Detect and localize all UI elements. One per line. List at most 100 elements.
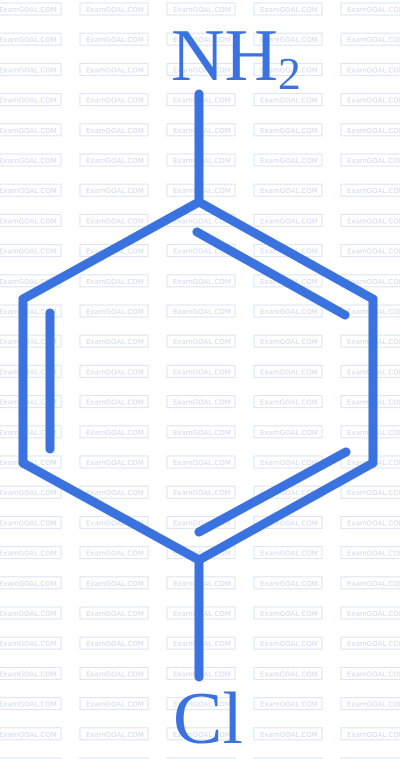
watermark-tile: ExamGOAL.COM bbox=[79, 697, 149, 711]
watermark-box bbox=[0, 2, 62, 16]
watermark-text: ExamGOAL.COM bbox=[347, 489, 400, 497]
watermark-text: ExamGOAL.COM bbox=[173, 6, 231, 14]
watermark-box bbox=[79, 697, 149, 711]
ring-bond-bottom-right bbox=[194, 458, 378, 565]
watermark-tile: ExamGOAL.COM bbox=[79, 62, 149, 76]
watermark-box bbox=[340, 576, 400, 590]
watermark-tile: ExamGOAL.COM bbox=[340, 697, 400, 711]
watermark-tile: ExamGOAL.COM bbox=[0, 213, 62, 227]
watermark-tile: ExamGOAL.COM bbox=[253, 606, 323, 620]
watermark-tile: ExamGOAL.COM bbox=[0, 153, 62, 167]
watermark-tile: ExamGOAL.COM bbox=[79, 364, 149, 378]
watermark-tile: ExamGOAL.COM bbox=[166, 304, 236, 318]
watermark-text: ExamGOAL.COM bbox=[0, 97, 57, 105]
watermark-text: ExamGOAL.COM bbox=[260, 6, 318, 14]
watermark-box bbox=[253, 62, 323, 76]
watermark-tile: ExamGOAL.COM bbox=[253, 153, 323, 167]
watermark-text: ExamGOAL.COM bbox=[260, 580, 318, 588]
watermark-text: ExamGOAL.COM bbox=[0, 338, 57, 346]
watermark-box bbox=[340, 62, 400, 76]
watermark-box bbox=[166, 727, 236, 741]
watermark-tile: ExamGOAL.COM bbox=[253, 62, 323, 76]
watermark-tile: ExamGOAL.COM bbox=[253, 123, 323, 137]
watermark-tile: ExamGOAL.COM bbox=[253, 546, 323, 560]
watermark-text: ExamGOAL.COM bbox=[347, 248, 400, 256]
watermark-box bbox=[253, 2, 323, 16]
amino-group-symbol: NH bbox=[171, 15, 278, 97]
watermark-text: ExamGOAL.COM bbox=[0, 640, 57, 648]
watermark-text: ExamGOAL.COM bbox=[0, 580, 57, 588]
watermark-tile: ExamGOAL.COM bbox=[340, 183, 400, 197]
watermark-box bbox=[79, 364, 149, 378]
watermark-box bbox=[0, 153, 62, 167]
watermark-text: ExamGOAL.COM bbox=[347, 640, 400, 648]
watermark-tile: ExamGOAL.COM bbox=[0, 32, 62, 46]
watermark-tile: ExamGOAL.COM bbox=[253, 334, 323, 348]
watermark-box bbox=[253, 213, 323, 227]
watermark-text: ExamGOAL.COM bbox=[86, 308, 144, 316]
watermark-text: ExamGOAL.COM bbox=[260, 640, 318, 648]
watermark-text: ExamGOAL.COM bbox=[260, 399, 318, 407]
watermark-box bbox=[253, 395, 323, 409]
watermark-tile: ExamGOAL.COM bbox=[253, 425, 323, 439]
watermark-text: ExamGOAL.COM bbox=[260, 489, 318, 497]
watermark-box bbox=[253, 636, 323, 650]
watermark-text: ExamGOAL.COM bbox=[86, 489, 144, 497]
watermark-tile: ExamGOAL.COM bbox=[79, 32, 149, 46]
watermark-tile: ExamGOAL.COM bbox=[79, 304, 149, 318]
watermark-text: ExamGOAL.COM bbox=[173, 217, 231, 225]
watermark-text: ExamGOAL.COM bbox=[260, 610, 318, 618]
watermark-tile: ExamGOAL.COM bbox=[253, 757, 323, 759]
watermark-text: ExamGOAL.COM bbox=[0, 610, 57, 618]
watermark-box bbox=[0, 244, 62, 258]
watermark-box bbox=[79, 304, 149, 318]
watermark-text: ExamGOAL.COM bbox=[0, 187, 57, 195]
watermark-tile: ExamGOAL.COM bbox=[253, 183, 323, 197]
watermark-box bbox=[0, 515, 62, 529]
watermark-text: ExamGOAL.COM bbox=[260, 731, 318, 739]
chlorine-label: Cl bbox=[173, 678, 243, 759]
watermark-text: ExamGOAL.COM bbox=[86, 97, 144, 105]
watermark-text: ExamGOAL.COM bbox=[260, 368, 318, 376]
watermark-tile: ExamGOAL.COM bbox=[79, 606, 149, 620]
watermark-tile: ExamGOAL.COM bbox=[340, 93, 400, 107]
watermark-text: ExamGOAL.COM bbox=[260, 127, 318, 135]
watermark-box bbox=[166, 32, 236, 46]
watermark-text: ExamGOAL.COM bbox=[86, 399, 144, 407]
watermark-tile: ExamGOAL.COM bbox=[253, 2, 323, 16]
watermark-text: ExamGOAL.COM bbox=[0, 519, 57, 527]
watermark-text: ExamGOAL.COM bbox=[173, 278, 231, 286]
watermark-box bbox=[0, 485, 62, 499]
watermark-box bbox=[340, 183, 400, 197]
watermark-box bbox=[340, 213, 400, 227]
watermark-text: ExamGOAL.COM bbox=[173, 429, 231, 437]
watermark-tile: ExamGOAL.COM bbox=[340, 62, 400, 76]
watermark-tile: ExamGOAL.COM bbox=[340, 576, 400, 590]
watermark-box bbox=[79, 123, 149, 137]
ring-bond-top-right bbox=[194, 197, 378, 304]
watermark-text: ExamGOAL.COM bbox=[347, 610, 400, 618]
watermark-text: ExamGOAL.COM bbox=[86, 127, 144, 135]
watermark-box bbox=[0, 183, 62, 197]
watermark-tile: ExamGOAL.COM bbox=[79, 2, 149, 16]
watermark-box bbox=[340, 123, 400, 137]
watermark-tile: ExamGOAL.COM bbox=[340, 2, 400, 16]
watermark-tile: ExamGOAL.COM bbox=[79, 666, 149, 680]
watermark-box bbox=[166, 334, 236, 348]
watermark-tile: ExamGOAL.COM bbox=[79, 183, 149, 197]
amino-group-subscript: 2 bbox=[278, 48, 301, 99]
watermark-text: ExamGOAL.COM bbox=[260, 701, 318, 709]
watermark-box bbox=[253, 364, 323, 378]
watermark-text: ExamGOAL.COM bbox=[0, 399, 57, 407]
watermark-box bbox=[166, 395, 236, 409]
watermark-text: ExamGOAL.COM bbox=[86, 368, 144, 376]
watermark-box bbox=[79, 32, 149, 46]
watermark-box bbox=[166, 485, 236, 499]
watermark-box bbox=[340, 515, 400, 529]
watermark-box bbox=[340, 2, 400, 16]
watermark-text: ExamGOAL.COM bbox=[86, 670, 144, 678]
watermark-box bbox=[340, 93, 400, 107]
watermark-box bbox=[340, 244, 400, 258]
watermark-text: ExamGOAL.COM bbox=[173, 308, 231, 316]
